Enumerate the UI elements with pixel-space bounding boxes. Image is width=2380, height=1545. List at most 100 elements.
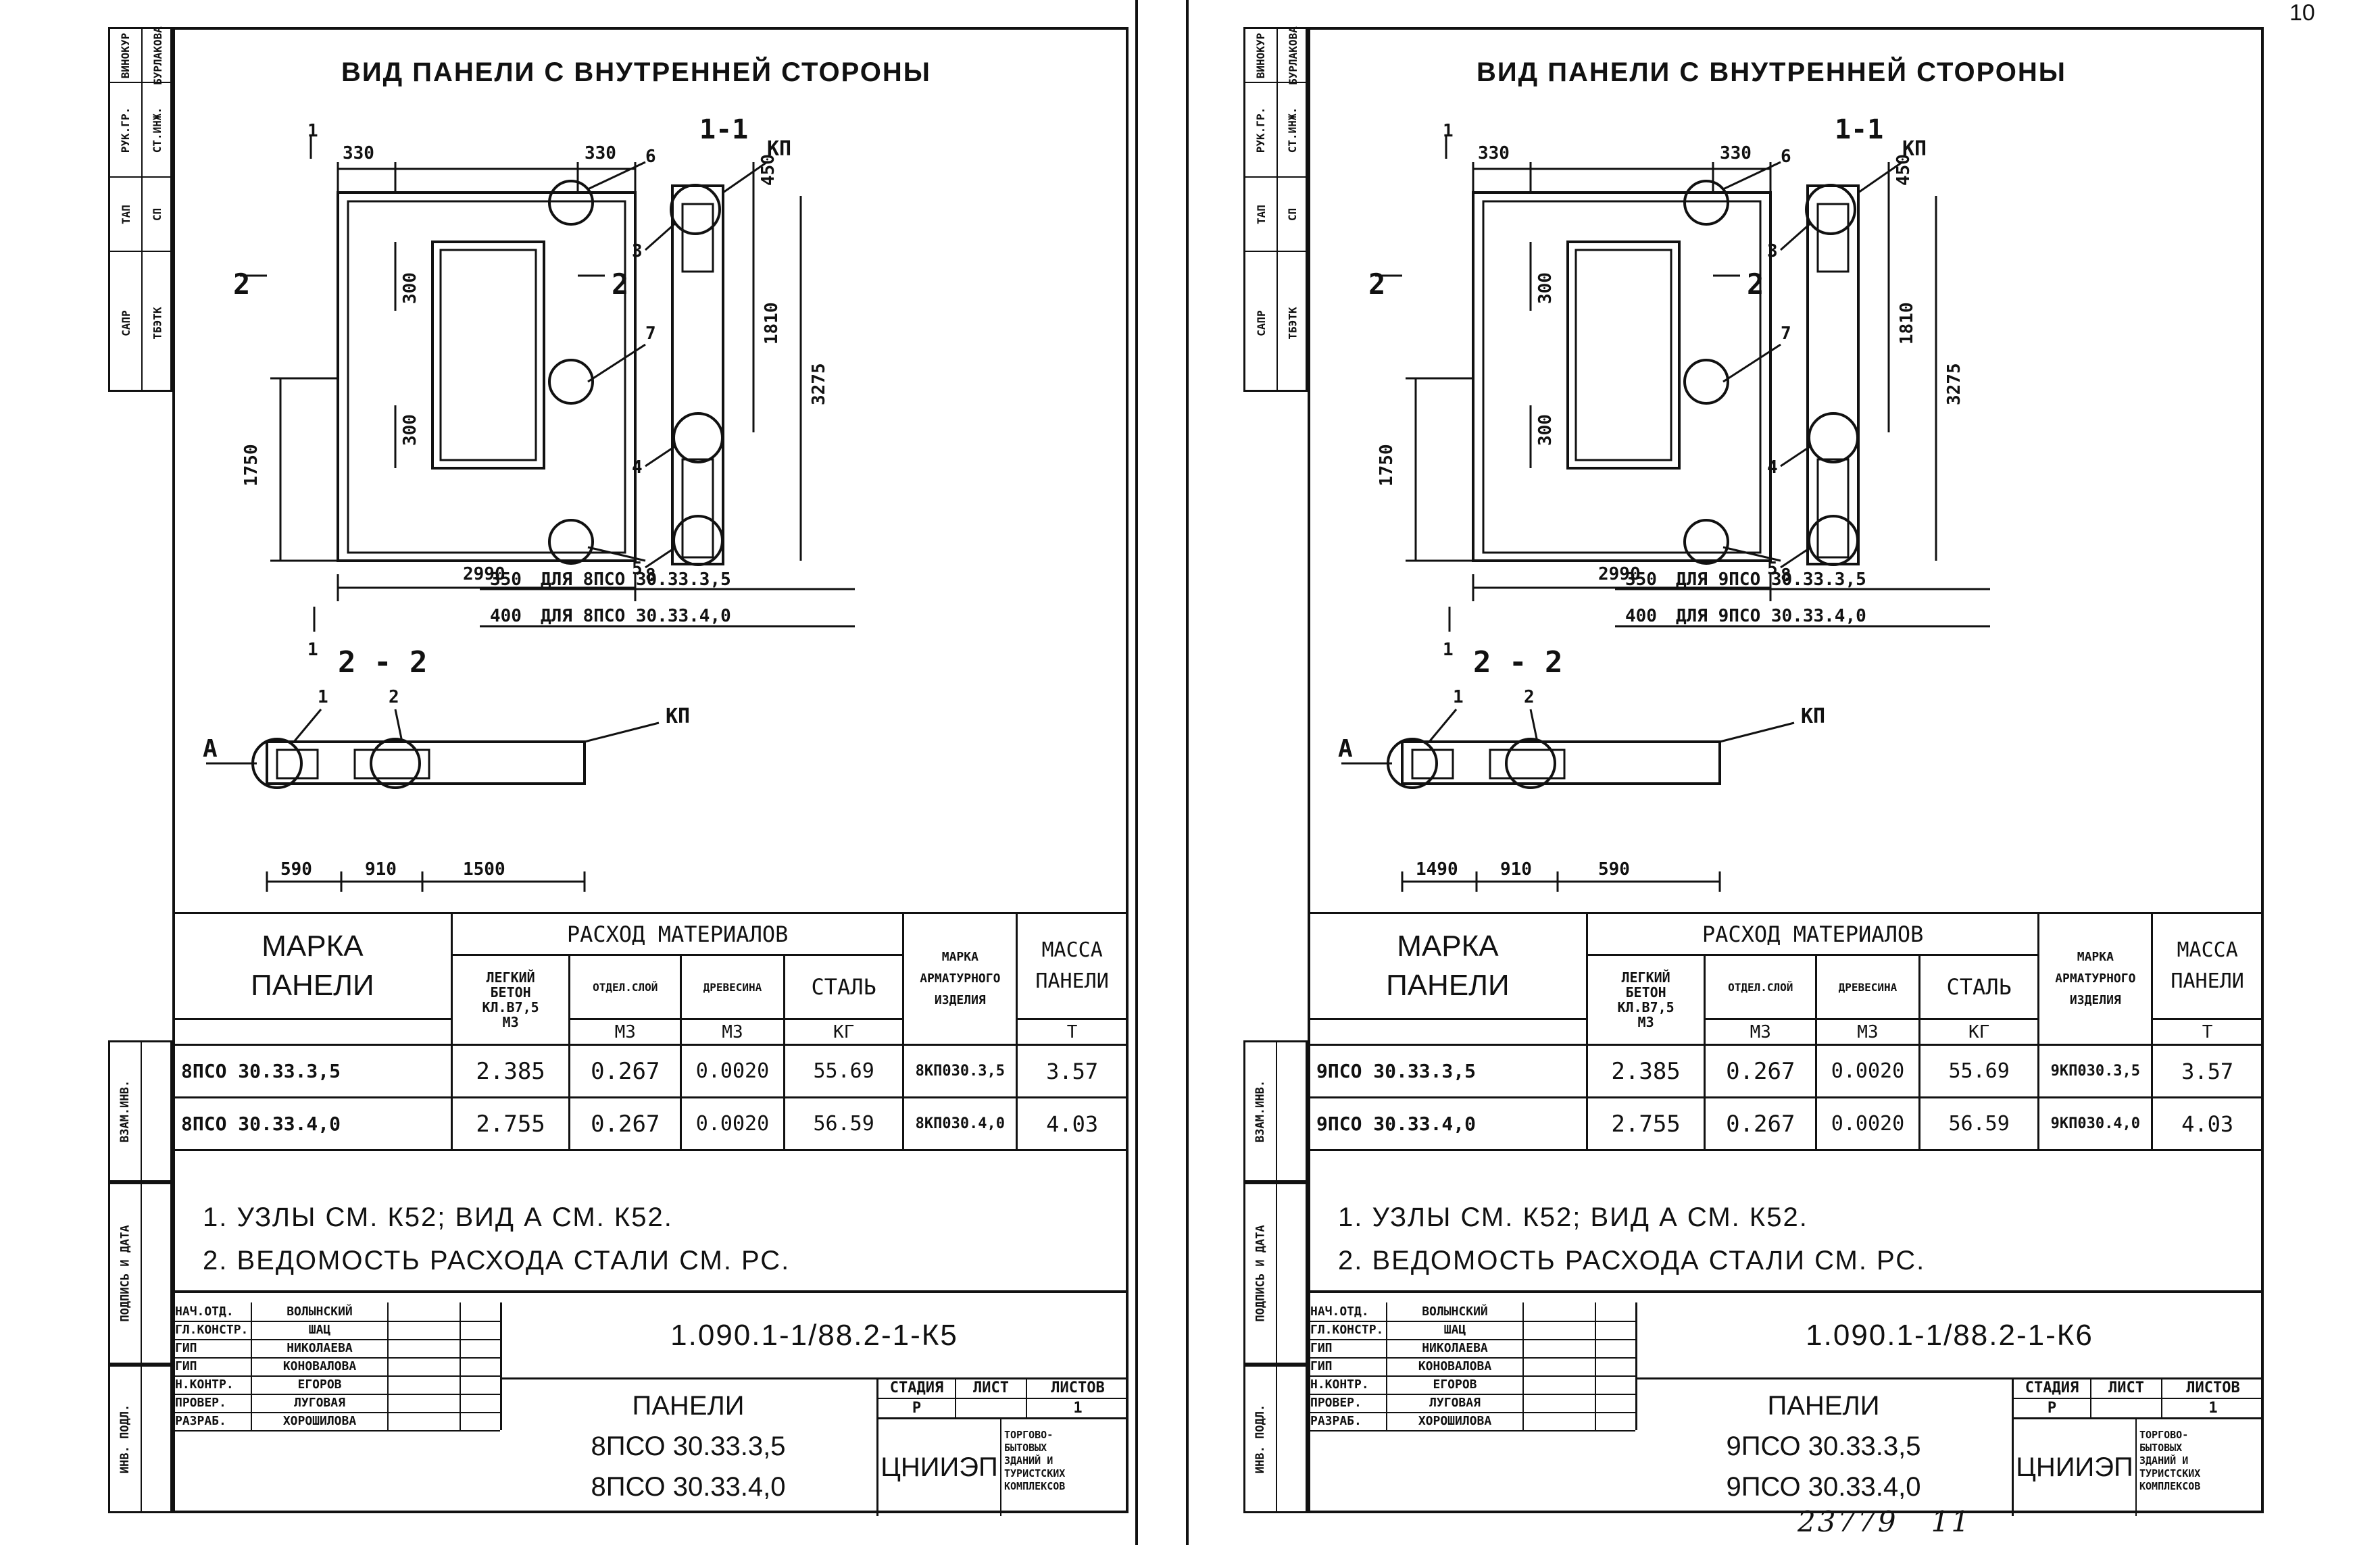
dimension-label: 350: [490, 569, 522, 590]
dimension-label: 300: [400, 414, 420, 446]
signature-name: ЕГОРОВ: [252, 1375, 389, 1394]
signature-row: ПРОВЕР.ЛУГОВАЯ: [172, 1394, 502, 1413]
signature-row: НАЧ.ОТД.ВОЛЫНСКИЙ: [1308, 1302, 1637, 1322]
callout-number: 3: [632, 241, 643, 261]
signature-cell: [1522, 1302, 1596, 1321]
window-opening: [431, 240, 545, 470]
signature-name: ХОРОШИЛОВА: [252, 1412, 389, 1430]
callout-circle-8: [1683, 519, 1729, 565]
header-steel: СТАЛЬ: [1918, 954, 2040, 1020]
signature-cell: [1522, 1339, 1596, 1357]
date-cell: [460, 1339, 502, 1357]
document-code: 1.090.1-1/88.2-1-К6: [1635, 1293, 2264, 1379]
date-cell: [460, 1321, 502, 1339]
date-cell: [1595, 1302, 1637, 1321]
thickness-note: ДЛЯ 9ПСО 30.33.3,5: [1676, 569, 1866, 590]
dimension-label: 300: [400, 272, 420, 304]
panel-name: 8ПСО 30.33.3,5: [591, 1432, 786, 1461]
section-22-profile: [1401, 740, 1721, 785]
dimension-label: 400: [490, 606, 522, 626]
header-steel: СТАЛЬ: [783, 954, 905, 1020]
date-cell: [460, 1412, 502, 1430]
panel-word: ПАНЕЛИ: [1767, 1391, 1880, 1421]
signature-cell: [387, 1357, 461, 1375]
signature-cell: [387, 1375, 461, 1394]
signature-row: ПРОВЕР.ЛУГОВАЯ: [1308, 1394, 1637, 1413]
dimension-label: 1810: [762, 302, 782, 345]
sheet-frame: [172, 27, 1129, 1513]
approval-stamp: ВИНОКУР РУК.ГР. ТАП САПР БУРЛАКОВА СТ.ИН…: [1243, 26, 1308, 392]
sheet-value: [956, 1399, 1027, 1419]
signature-role: РАЗРАБ.: [1308, 1412, 1387, 1430]
signature-row: РАЗРАБ.ХОРОШИЛОВА: [172, 1412, 502, 1432]
dimension-label: 3275: [1944, 363, 1964, 405]
signature-name: ВОЛЫНСКИЙ: [252, 1302, 389, 1321]
unit-m3: М3: [1704, 1018, 1818, 1046]
unit-kg: КГ: [1918, 1018, 2040, 1046]
stamp-cell: СТ.ИНЖ.: [151, 107, 164, 153]
date-cell: [1595, 1339, 1637, 1357]
callout-circle-6: [548, 180, 594, 226]
unit-t: Т: [2151, 1018, 2264, 1046]
signature-role: ПРОВЕР.: [1308, 1394, 1387, 1412]
organization-subtitle-line: ТУРИСТСКИХ: [2139, 1467, 2201, 1479]
unit-m3: М3: [1815, 1018, 1920, 1046]
cut-marker: 1: [1443, 640, 1454, 660]
callout-number: 7: [1781, 324, 1791, 344]
signature-row: НАЧ.ОТД.ВОЛЫНСКИЙ: [172, 1302, 502, 1322]
drawing-title: ВИД ПАНЕЛИ С ВНУТРЕННЕЙ СТОРОНЫ: [1477, 57, 2066, 87]
dimension-label: 910: [1500, 859, 1532, 880]
signature-row: ГЛ.КОНСТР.ШАЦ: [172, 1321, 502, 1340]
organization-subtitle-line: КОМПЛЕКСОВ: [2139, 1480, 2201, 1492]
signature-cell: [387, 1321, 461, 1339]
cut-marker: 2: [1747, 268, 1764, 301]
dimension-label: 590: [280, 859, 312, 880]
panel-word: ПАНЕЛИ: [632, 1391, 745, 1421]
dimension-label: 330: [343, 143, 374, 163]
unit-kg: КГ: [783, 1018, 905, 1046]
cut-marker: 2: [612, 268, 628, 301]
date-cell: [460, 1302, 502, 1321]
callout-number: 5: [1767, 559, 1778, 579]
thickness-note: ДЛЯ 8ПСО 30.33.3,5: [541, 569, 731, 590]
stamp-cell: ВИНОКУР: [1254, 32, 1268, 78]
dimension-label: 350: [1625, 569, 1657, 590]
dimension-label: 1810: [1897, 302, 1917, 345]
callout-number: 6: [1781, 147, 1791, 167]
date-cell: [460, 1357, 502, 1375]
stamp-cell: ТБЭТК: [1286, 306, 1299, 340]
stage-header: СТАДИЯ: [2014, 1377, 2091, 1399]
note-line: 2. ВЕДОМОСТЬ РАСХОДА СТАЛИ СМ. РС.: [1338, 1246, 1926, 1275]
signature-row: ГЛ.КОНСТР.ШАЦ: [1308, 1321, 1637, 1340]
section-label: 1-1: [1835, 114, 1883, 145]
note-line: 2. ВЕДОМОСТЬ РАСХОДА СТАЛИ СМ. РС.: [203, 1246, 791, 1275]
table-row: 9ПСО 30.33.3,5 2.385 0.267 0.0020 55.69 …: [1308, 1044, 2264, 1098]
header-finish: ОТДЕЛ.СЛОЙ: [568, 954, 683, 1020]
organization-subtitle-line: ЗДАНИЙ И: [2139, 1454, 2189, 1467]
section-label: 1-1: [699, 114, 748, 145]
thickness-note: ДЛЯ 9ПСО 30.33.4,0: [1676, 606, 1866, 626]
kp-label: КП: [1902, 137, 1927, 161]
signature-name: КОНОВАЛОВА: [252, 1357, 389, 1375]
dimension-label: 1490: [1416, 859, 1458, 880]
stamp-cell: САПР: [119, 309, 132, 336]
organization-subtitle-line: ТОРГОВО-: [1004, 1429, 1053, 1441]
signature-cell: [1522, 1357, 1596, 1375]
section-11-profile: [1806, 184, 1860, 565]
stamp-cell: РУК.ГР.: [119, 107, 132, 153]
dimension-label: 590: [1598, 859, 1630, 880]
organization-subtitle-line: БЫТОВЫХ: [1004, 1442, 1047, 1454]
panel-title: ПАНЕЛИ 9ПСО 30.33.3,5 9ПСО 30.33.4,0: [1635, 1377, 2014, 1516]
dimension-label: 400: [1625, 606, 1657, 626]
date-cell: [460, 1394, 502, 1412]
